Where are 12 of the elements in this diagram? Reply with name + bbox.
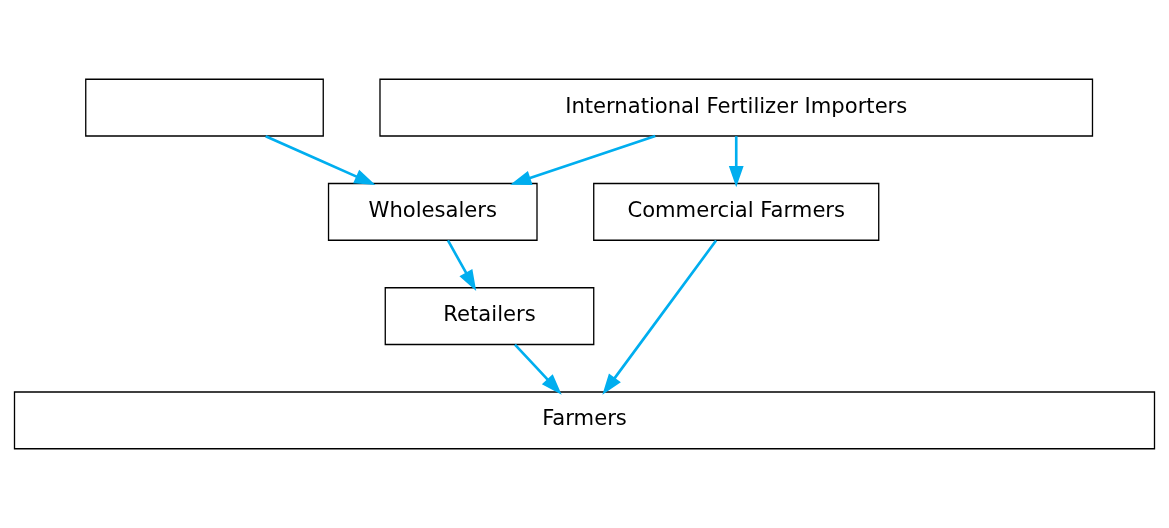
node-box: International Fertilizer Importers: [379, 78, 1094, 137]
arrow: [514, 343, 562, 395]
node-box: [85, 78, 324, 137]
arrow: [728, 136, 744, 188]
node-box: Commercial Farmers: [593, 182, 880, 241]
arrow: [265, 135, 376, 186]
node-box: Farmers: [13, 391, 1156, 450]
node-box: Retailers: [384, 287, 595, 346]
node-box: Wholesalers: [327, 182, 538, 241]
arrow: [602, 239, 718, 395]
arrow: [446, 239, 477, 291]
arrow: [510, 134, 656, 185]
